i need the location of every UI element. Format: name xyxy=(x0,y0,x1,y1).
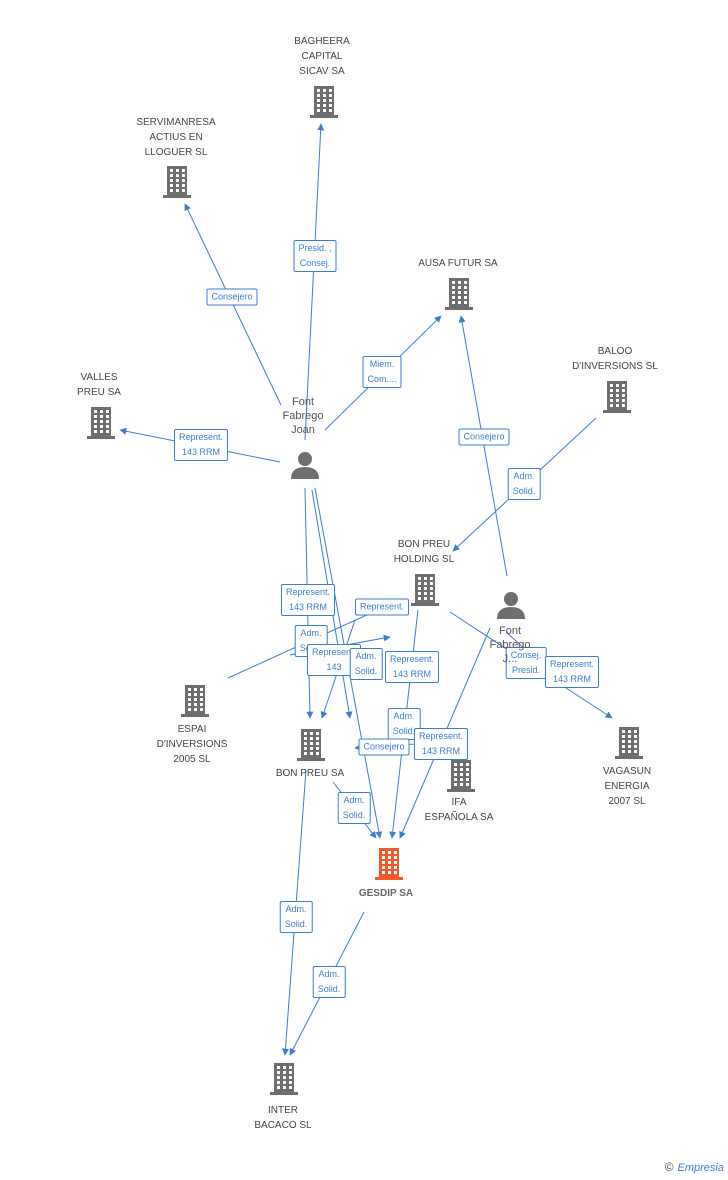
watermark: ©Empresia xyxy=(665,1160,724,1174)
node-label-espai[interactable]: ESPAI D'INVERSIONS 2005 SL xyxy=(156,724,228,765)
edge-label[interactable]: Adm. Solid. xyxy=(337,792,371,824)
copyright-symbol: © xyxy=(664,1160,674,1174)
edge-label[interactable]: Represent. xyxy=(354,598,410,616)
building-icon[interactable] xyxy=(297,729,325,761)
building-icon[interactable] xyxy=(270,1063,298,1095)
edge-label[interactable]: Miem. Com.... xyxy=(362,356,402,388)
building-icon[interactable] xyxy=(445,278,473,310)
node-label-fontj2[interactable]: Font Fabrego J... xyxy=(489,625,531,665)
edge-label[interactable]: Consejero xyxy=(358,738,410,756)
node-label-inter[interactable]: INTER BACACO SL xyxy=(254,1105,312,1131)
edge-label[interactable]: Consejero xyxy=(458,428,510,446)
building-icon[interactable] xyxy=(615,727,643,759)
edge-label[interactable]: Consejero xyxy=(206,288,258,306)
node-label-valles[interactable]: VALLES PREU SA xyxy=(77,372,121,398)
node-label-ifa[interactable]: IFA ESPAÑOLA SA xyxy=(424,797,494,823)
brand-name: Empresia xyxy=(677,1162,724,1174)
node-label-gesdip[interactable]: GESDIP SA xyxy=(358,888,414,899)
node-label-baloo[interactable]: BALOO D'INVERSIONS SL xyxy=(572,346,658,372)
node-label-fontjoan[interactable]: Font Fabrego Joan xyxy=(282,396,324,436)
node-label-vagasun[interactable]: VAGASUN ENERGIA 2007 SL xyxy=(602,766,652,807)
edge-label[interactable]: Presid. , Consej. xyxy=(293,240,337,272)
edge-label[interactable]: Adm. Solid. xyxy=(279,901,313,933)
edges-layer xyxy=(119,123,613,1056)
target-building-icon[interactable] xyxy=(375,848,403,880)
person-icon[interactable] xyxy=(291,452,319,479)
building-icon[interactable] xyxy=(87,407,115,439)
icons-layer xyxy=(87,86,643,1095)
edge-line xyxy=(458,315,508,577)
building-icon[interactable] xyxy=(603,381,631,413)
edge-label[interactable]: Represent. 143 RRM xyxy=(173,429,229,461)
node-label-bonpreu[interactable]: BON PREU SA xyxy=(275,768,345,779)
edge-label[interactable]: Consej. Presid. xyxy=(505,647,547,679)
edge-label[interactable]: Represent. 143 RRM xyxy=(280,584,336,616)
edge-label[interactable]: Represent. 143 RRM xyxy=(544,656,600,688)
building-icon[interactable] xyxy=(310,86,338,118)
person-icon[interactable] xyxy=(497,592,525,619)
building-icon[interactable] xyxy=(447,760,475,792)
node-label-bagheera[interactable]: BAGHEERA CAPITAL SICAV SA xyxy=(294,36,350,77)
edge-line xyxy=(304,123,325,441)
building-icon[interactable] xyxy=(411,574,439,606)
edge-label[interactable]: Represent. 143 RRM xyxy=(413,728,469,760)
edge-label[interactable]: Adm. Solid. xyxy=(349,648,383,680)
node-label-servimanresa[interactable]: SERVIMANRESA ACTIUS EN LLOGUER SL xyxy=(136,117,216,158)
building-icon[interactable] xyxy=(163,166,191,198)
edge-label[interactable]: Adm. Solid. xyxy=(507,468,541,500)
node-label-bonpreuholding[interactable]: BON PREU HOLDING SL xyxy=(393,539,455,565)
node-label-ausa[interactable]: AUSA FUTUR SA xyxy=(418,258,498,269)
edge-label[interactable]: Represent. 143 RRM xyxy=(384,651,440,683)
building-icon[interactable] xyxy=(181,685,209,717)
edge-label[interactable]: Adm. Solid. xyxy=(312,966,346,998)
